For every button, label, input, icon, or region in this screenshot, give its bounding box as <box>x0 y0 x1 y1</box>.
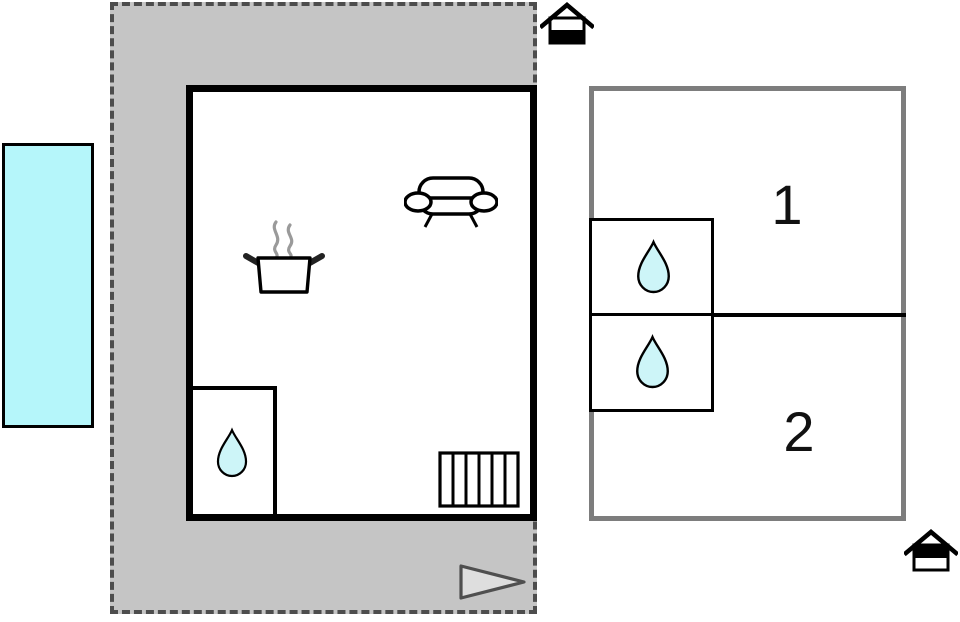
water-drop-icon <box>637 239 670 294</box>
right-triangle-arrow-icon <box>459 564 526 600</box>
annex-room-1-label: 1 <box>771 173 803 236</box>
annex-room-2-label: 2 <box>783 400 815 463</box>
steam-pot-icon <box>243 220 325 294</box>
house-entrance-icon <box>540 2 594 45</box>
radiator-icon <box>438 451 520 508</box>
annex-room-divider-wall <box>589 313 906 317</box>
pool <box>2 143 94 428</box>
water-drop-icon <box>216 427 248 478</box>
house-entrance-icon <box>904 529 958 572</box>
sofa-icon <box>404 176 498 228</box>
water-drop-icon <box>636 334 669 389</box>
